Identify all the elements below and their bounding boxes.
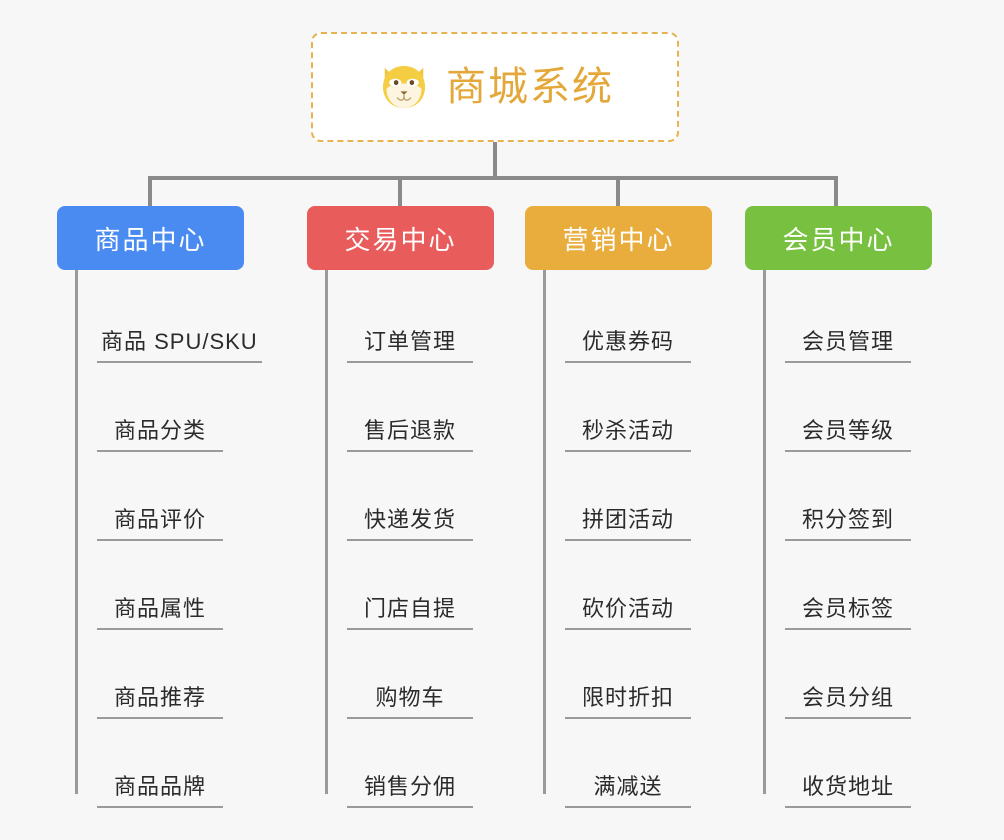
leaf-item[interactable]: 商品评价 [75, 452, 262, 541]
leaf-item[interactable]: 会员标签 [763, 541, 932, 630]
leaf-label: 商品品牌 [97, 773, 223, 808]
leaf-label: 门店自提 [347, 595, 473, 630]
root-title: 商城系统 [446, 65, 614, 109]
leaf-label: 商品 SPU/SKU [97, 328, 262, 363]
leaf-item[interactable]: 砍价活动 [543, 541, 712, 630]
leaf-label: 商品属性 [97, 595, 223, 630]
branch-trunk-1 [325, 270, 328, 794]
branch-header-2[interactable]: 营销中心 [525, 206, 712, 270]
leaf-label: 会员管理 [785, 328, 911, 363]
leaf-label: 商品推荐 [97, 684, 223, 719]
leaf-label: 满减送 [565, 773, 691, 808]
leaf-item[interactable]: 会员分组 [763, 630, 932, 719]
leaf-item[interactable]: 商品品牌 [75, 719, 262, 808]
leaf-stack-3: 会员管理 会员等级 积分签到 会员标签 会员分组 收货地址 [745, 270, 932, 808]
leaf-item[interactable]: 会员管理 [763, 274, 932, 363]
root-node[interactable]: 商城系统 [311, 32, 679, 142]
leaf-item[interactable]: 商品分类 [75, 363, 262, 452]
leaf-item[interactable]: 门店自提 [325, 541, 494, 630]
connector-drop-1 [398, 176, 402, 208]
branch-header-3[interactable]: 会员中心 [745, 206, 932, 270]
branch-trunk-0 [75, 270, 78, 794]
leaf-item[interactable]: 售后退款 [325, 363, 494, 452]
leaf-label: 会员标签 [785, 595, 911, 630]
leaf-item[interactable]: 商品推荐 [75, 630, 262, 719]
branch-column-3: 会员中心 会员管理 会员等级 积分签到 会员标签 会员分组 收货地址 [745, 206, 932, 808]
leaf-item[interactable]: 优惠券码 [543, 274, 712, 363]
leaf-label: 会员分组 [785, 684, 911, 719]
leaf-item[interactable]: 会员等级 [763, 363, 932, 452]
leaf-item[interactable]: 快递发货 [325, 452, 494, 541]
leaf-label: 拼团活动 [565, 506, 691, 541]
leaf-stack-0: 商品 SPU/SKU 商品分类 商品评价 商品属性 商品推荐 商品品牌 [57, 270, 262, 808]
branch-header-label-2: 营销中心 [562, 224, 675, 255]
connector-horizontal-bus [148, 176, 838, 180]
leaf-label: 收货地址 [785, 773, 911, 808]
leaf-label: 售后退款 [347, 417, 473, 452]
leaf-label: 购物车 [347, 684, 473, 719]
leaf-label: 销售分佣 [347, 773, 473, 808]
leaf-label: 积分签到 [785, 506, 911, 541]
leaf-label: 优惠券码 [565, 328, 691, 363]
leaf-item[interactable]: 满减送 [543, 719, 712, 808]
connector-drop-0 [148, 176, 152, 208]
branch-header-label-3: 会员中心 [782, 224, 895, 255]
connector-root-stem [493, 142, 497, 178]
leaf-item[interactable]: 购物车 [325, 630, 494, 719]
branch-header-label-0: 商品中心 [94, 224, 207, 255]
leaf-label: 订单管理 [347, 328, 473, 363]
leaf-label: 会员等级 [785, 417, 911, 452]
branch-trunk-2 [543, 270, 546, 794]
leaf-stack-2: 优惠券码 秒杀活动 拼团活动 砍价活动 限时折扣 满减送 [525, 270, 712, 808]
branch-column-0: 商品中心 商品 SPU/SKU 商品分类 商品评价 商品属性 商品推荐 商品品牌 [57, 206, 262, 808]
branch-header-0[interactable]: 商品中心 [57, 206, 244, 270]
leaf-label: 商品分类 [97, 417, 223, 452]
leaf-label: 限时折扣 [565, 684, 691, 719]
leaf-item[interactable]: 销售分佣 [325, 719, 494, 808]
leaf-label: 商品评价 [97, 506, 223, 541]
leaf-item[interactable]: 收货地址 [763, 719, 932, 808]
connector-drop-3 [834, 176, 838, 208]
leaf-item[interactable]: 限时折扣 [543, 630, 712, 719]
connector-drop-2 [616, 176, 620, 208]
leaf-label: 砍价活动 [565, 595, 691, 630]
leaf-item[interactable]: 秒杀活动 [543, 363, 712, 452]
branch-trunk-3 [763, 270, 766, 794]
branch-column-1: 交易中心 订单管理 售后退款 快递发货 门店自提 购物车 销售分佣 [307, 206, 494, 808]
leaf-label: 快递发货 [347, 506, 473, 541]
leaf-stack-1: 订单管理 售后退款 快递发货 门店自提 购物车 销售分佣 [307, 270, 494, 808]
leaf-item[interactable]: 积分签到 [763, 452, 932, 541]
branch-column-2: 营销中心 优惠券码 秒杀活动 拼团活动 砍价活动 限时折扣 满减送 [525, 206, 712, 808]
leaf-item[interactable]: 拼团活动 [543, 452, 712, 541]
leaf-label: 秒杀活动 [565, 417, 691, 452]
branch-header-1[interactable]: 交易中心 [307, 206, 494, 270]
shiba-dog-face-icon [383, 66, 425, 108]
leaf-item[interactable]: 商品 SPU/SKU [75, 274, 262, 363]
leaf-item[interactable]: 订单管理 [325, 274, 494, 363]
branch-header-label-1: 交易中心 [344, 224, 457, 255]
leaf-item[interactable]: 商品属性 [75, 541, 262, 630]
